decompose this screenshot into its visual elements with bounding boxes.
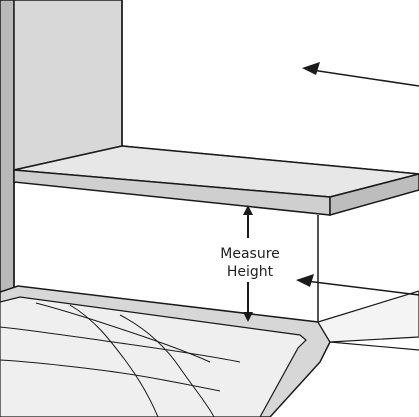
measure-label-line-1: Measure	[220, 246, 280, 262]
counter	[0, 285, 419, 417]
pointer-arrow-upper	[302, 62, 419, 87]
measure-label-line-2: Height	[227, 264, 274, 280]
left-panel	[0, 0, 123, 320]
back-wall	[121, 0, 419, 175]
measure-arrow	[243, 205, 253, 322]
measure-height-label: Measure Height	[220, 246, 280, 280]
shelf	[13, 145, 419, 216]
pointer-arrow-lower	[296, 274, 419, 296]
